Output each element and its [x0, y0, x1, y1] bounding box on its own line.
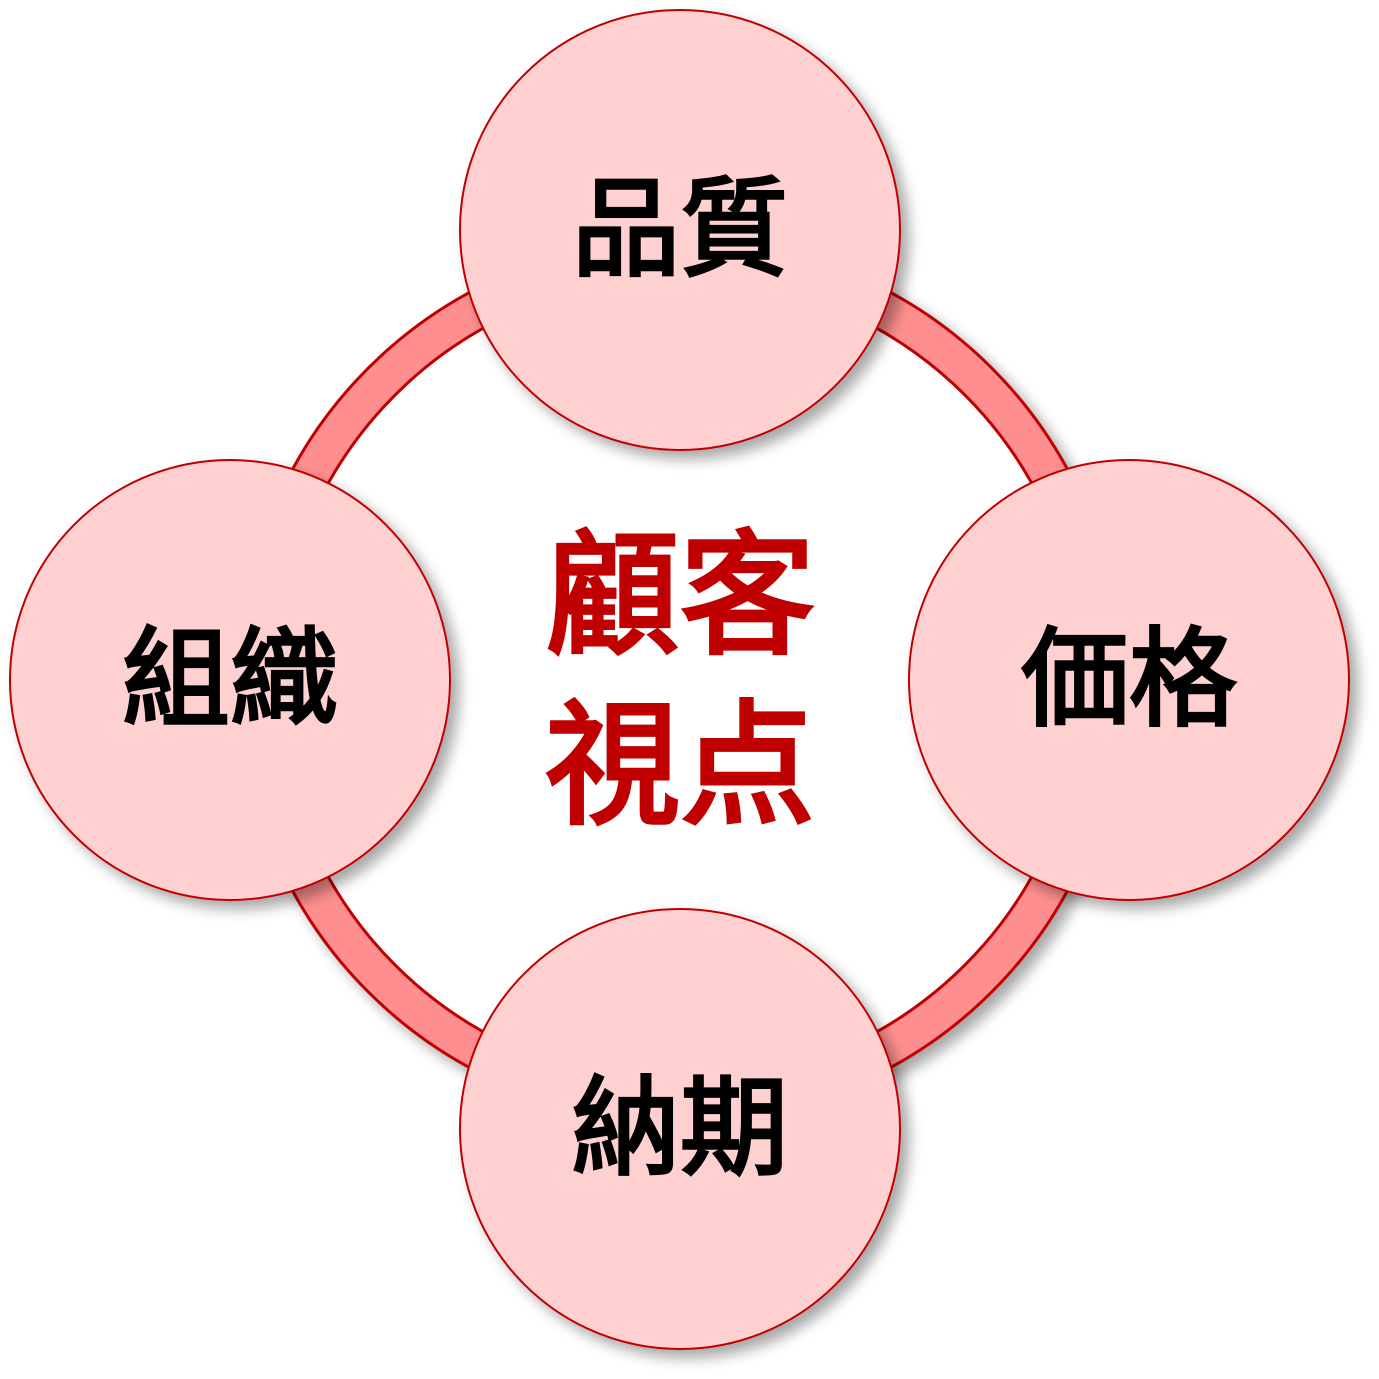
- center-title-line2: 視点: [545, 688, 815, 845]
- node-price: 価格: [908, 459, 1350, 901]
- cycle-ring: [237, 237, 1123, 1123]
- node-delivery: 納期: [459, 908, 901, 1350]
- node-label: 組織: [122, 618, 338, 743]
- node-quality: 品質: [459, 9, 901, 451]
- node-organization: 組織: [9, 459, 451, 901]
- node-label: 納期: [572, 1067, 788, 1192]
- node-label: 品質: [572, 168, 788, 293]
- node-label: 価格: [1020, 618, 1238, 743]
- center-title-line1: 顧客: [545, 518, 815, 675]
